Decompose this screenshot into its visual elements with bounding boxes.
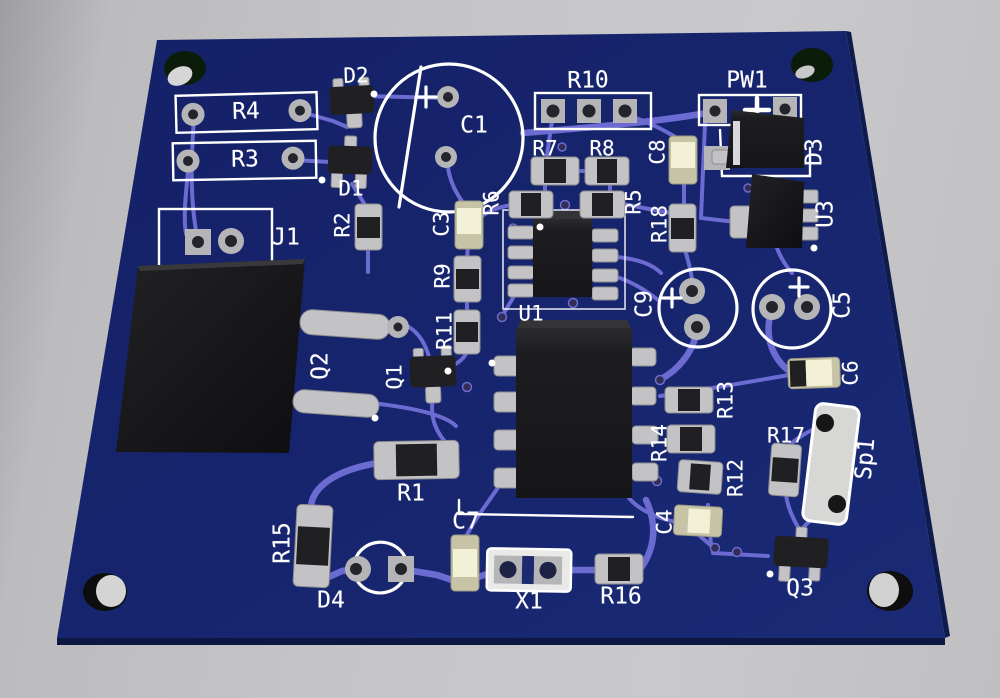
ref-label-r3: R3	[230, 146, 260, 173]
silk-dot-d1	[318, 176, 326, 184]
silkscreen-c1-footprint	[373, 62, 525, 214]
ref-label-r14: R14	[647, 424, 672, 462]
ref-label-c3: C3	[429, 211, 454, 237]
component-d1	[327, 135, 373, 190]
silk-dot-u-big	[488, 359, 496, 367]
component-x1	[485, 547, 573, 593]
component-r12	[676, 459, 724, 495]
ref-label-d3: D3	[801, 138, 828, 166]
ref-label-q3: Q3	[786, 575, 814, 602]
ref-label-c6: C6	[838, 360, 863, 386]
component-c7	[450, 534, 480, 592]
component-q1	[409, 344, 457, 404]
component-q2	[116, 259, 409, 453]
component-u-small-soic8	[502, 209, 626, 310]
component-r16	[594, 553, 644, 585]
component-r15	[292, 503, 334, 589]
ref-label-x1: X1	[515, 588, 543, 615]
component-c3	[454, 200, 484, 250]
ref-label-c4: C4	[652, 509, 677, 535]
component-r2	[354, 203, 383, 251]
component-r9	[453, 255, 482, 303]
ref-label-c1: C1	[460, 112, 488, 139]
ref-label-r18: R18	[647, 205, 672, 243]
mounting-hole-bottom-left	[83, 573, 127, 611]
ref-label-d1: D1	[338, 176, 364, 201]
ref-label-d2: D2	[342, 63, 370, 88]
component-r1	[373, 439, 460, 481]
board-substrate	[57, 31, 950, 645]
ref-label-u3: U3	[812, 200, 839, 228]
silkscreen-j1-footprint	[157, 207, 274, 271]
silkscreen-r10-footprint	[533, 91, 653, 131]
silk-dot-q3	[766, 570, 774, 578]
component-u-big-soic8	[457, 320, 659, 519]
ref-label-j1: J1	[272, 224, 300, 251]
component-r6	[508, 190, 554, 219]
component-c8	[668, 135, 698, 185]
component-c4	[672, 504, 724, 538]
silk-dot-q2	[371, 414, 379, 422]
ref-label-r7: R7	[532, 136, 558, 161]
ref-label-r13: R13	[713, 381, 738, 419]
silkscreen-d4-footprint	[345, 540, 414, 595]
ref-label-r12: R12	[723, 459, 748, 497]
ref-label-r1: R1	[397, 480, 425, 507]
ref-label-c8: C8	[645, 139, 670, 165]
component-r18	[668, 203, 697, 253]
component-sp1	[801, 402, 861, 526]
component-d3	[704, 110, 812, 178]
component-r13	[664, 386, 714, 414]
ref-label-sp1: Sp1	[850, 437, 881, 481]
component-u3	[729, 174, 819, 252]
silk-dot-d2	[370, 90, 378, 98]
ref-label-r2: R2	[330, 212, 355, 238]
component-q3	[773, 526, 829, 582]
silkscreen-c5-footprint	[751, 268, 833, 350]
ref-label-r5: R5	[621, 189, 646, 215]
ref-label-q1: Q1	[382, 364, 407, 390]
ref-label-r4: R4	[231, 98, 261, 125]
ref-label-r10: R10	[566, 67, 609, 94]
mounting-hole-top-left	[164, 51, 206, 86]
mounting-hole-bottom-right	[867, 571, 913, 611]
mounting-hole-top-right	[791, 48, 833, 82]
ref-label-r15: R15	[269, 522, 296, 564]
ref-label-c5: C5	[829, 291, 856, 319]
silk-dot-q1	[444, 367, 452, 375]
ref-label-r17: R17	[767, 423, 805, 448]
ref-label-c7: C7	[452, 508, 480, 535]
ref-label-r6: R6	[479, 190, 504, 216]
component-r17	[767, 442, 803, 498]
ref-label-r11: R11	[432, 312, 457, 350]
silkscreen-c9-footprint	[657, 267, 739, 349]
component-d2	[329, 76, 375, 129]
silkscreen-r4-footprint	[174, 90, 319, 135]
component-r11	[453, 309, 481, 355]
ref-label-c9: C9	[631, 290, 658, 318]
ref-label-r16: R16	[600, 583, 642, 610]
component-r5	[579, 190, 626, 219]
ref-label-pw1: PW1	[726, 67, 768, 94]
component-c6	[787, 356, 841, 390]
ref-label-q2: Q2	[307, 352, 334, 380]
component-r8	[584, 156, 630, 186]
ref-label-d4: D4	[317, 587, 345, 614]
silkscreen-r3-footprint	[171, 139, 318, 182]
ref-label-r9: R9	[430, 263, 455, 289]
component-r14	[666, 424, 716, 454]
ref-label-r8: R8	[589, 136, 615, 161]
component-r7	[530, 156, 580, 186]
ref-label-u1: U1	[518, 301, 544, 326]
